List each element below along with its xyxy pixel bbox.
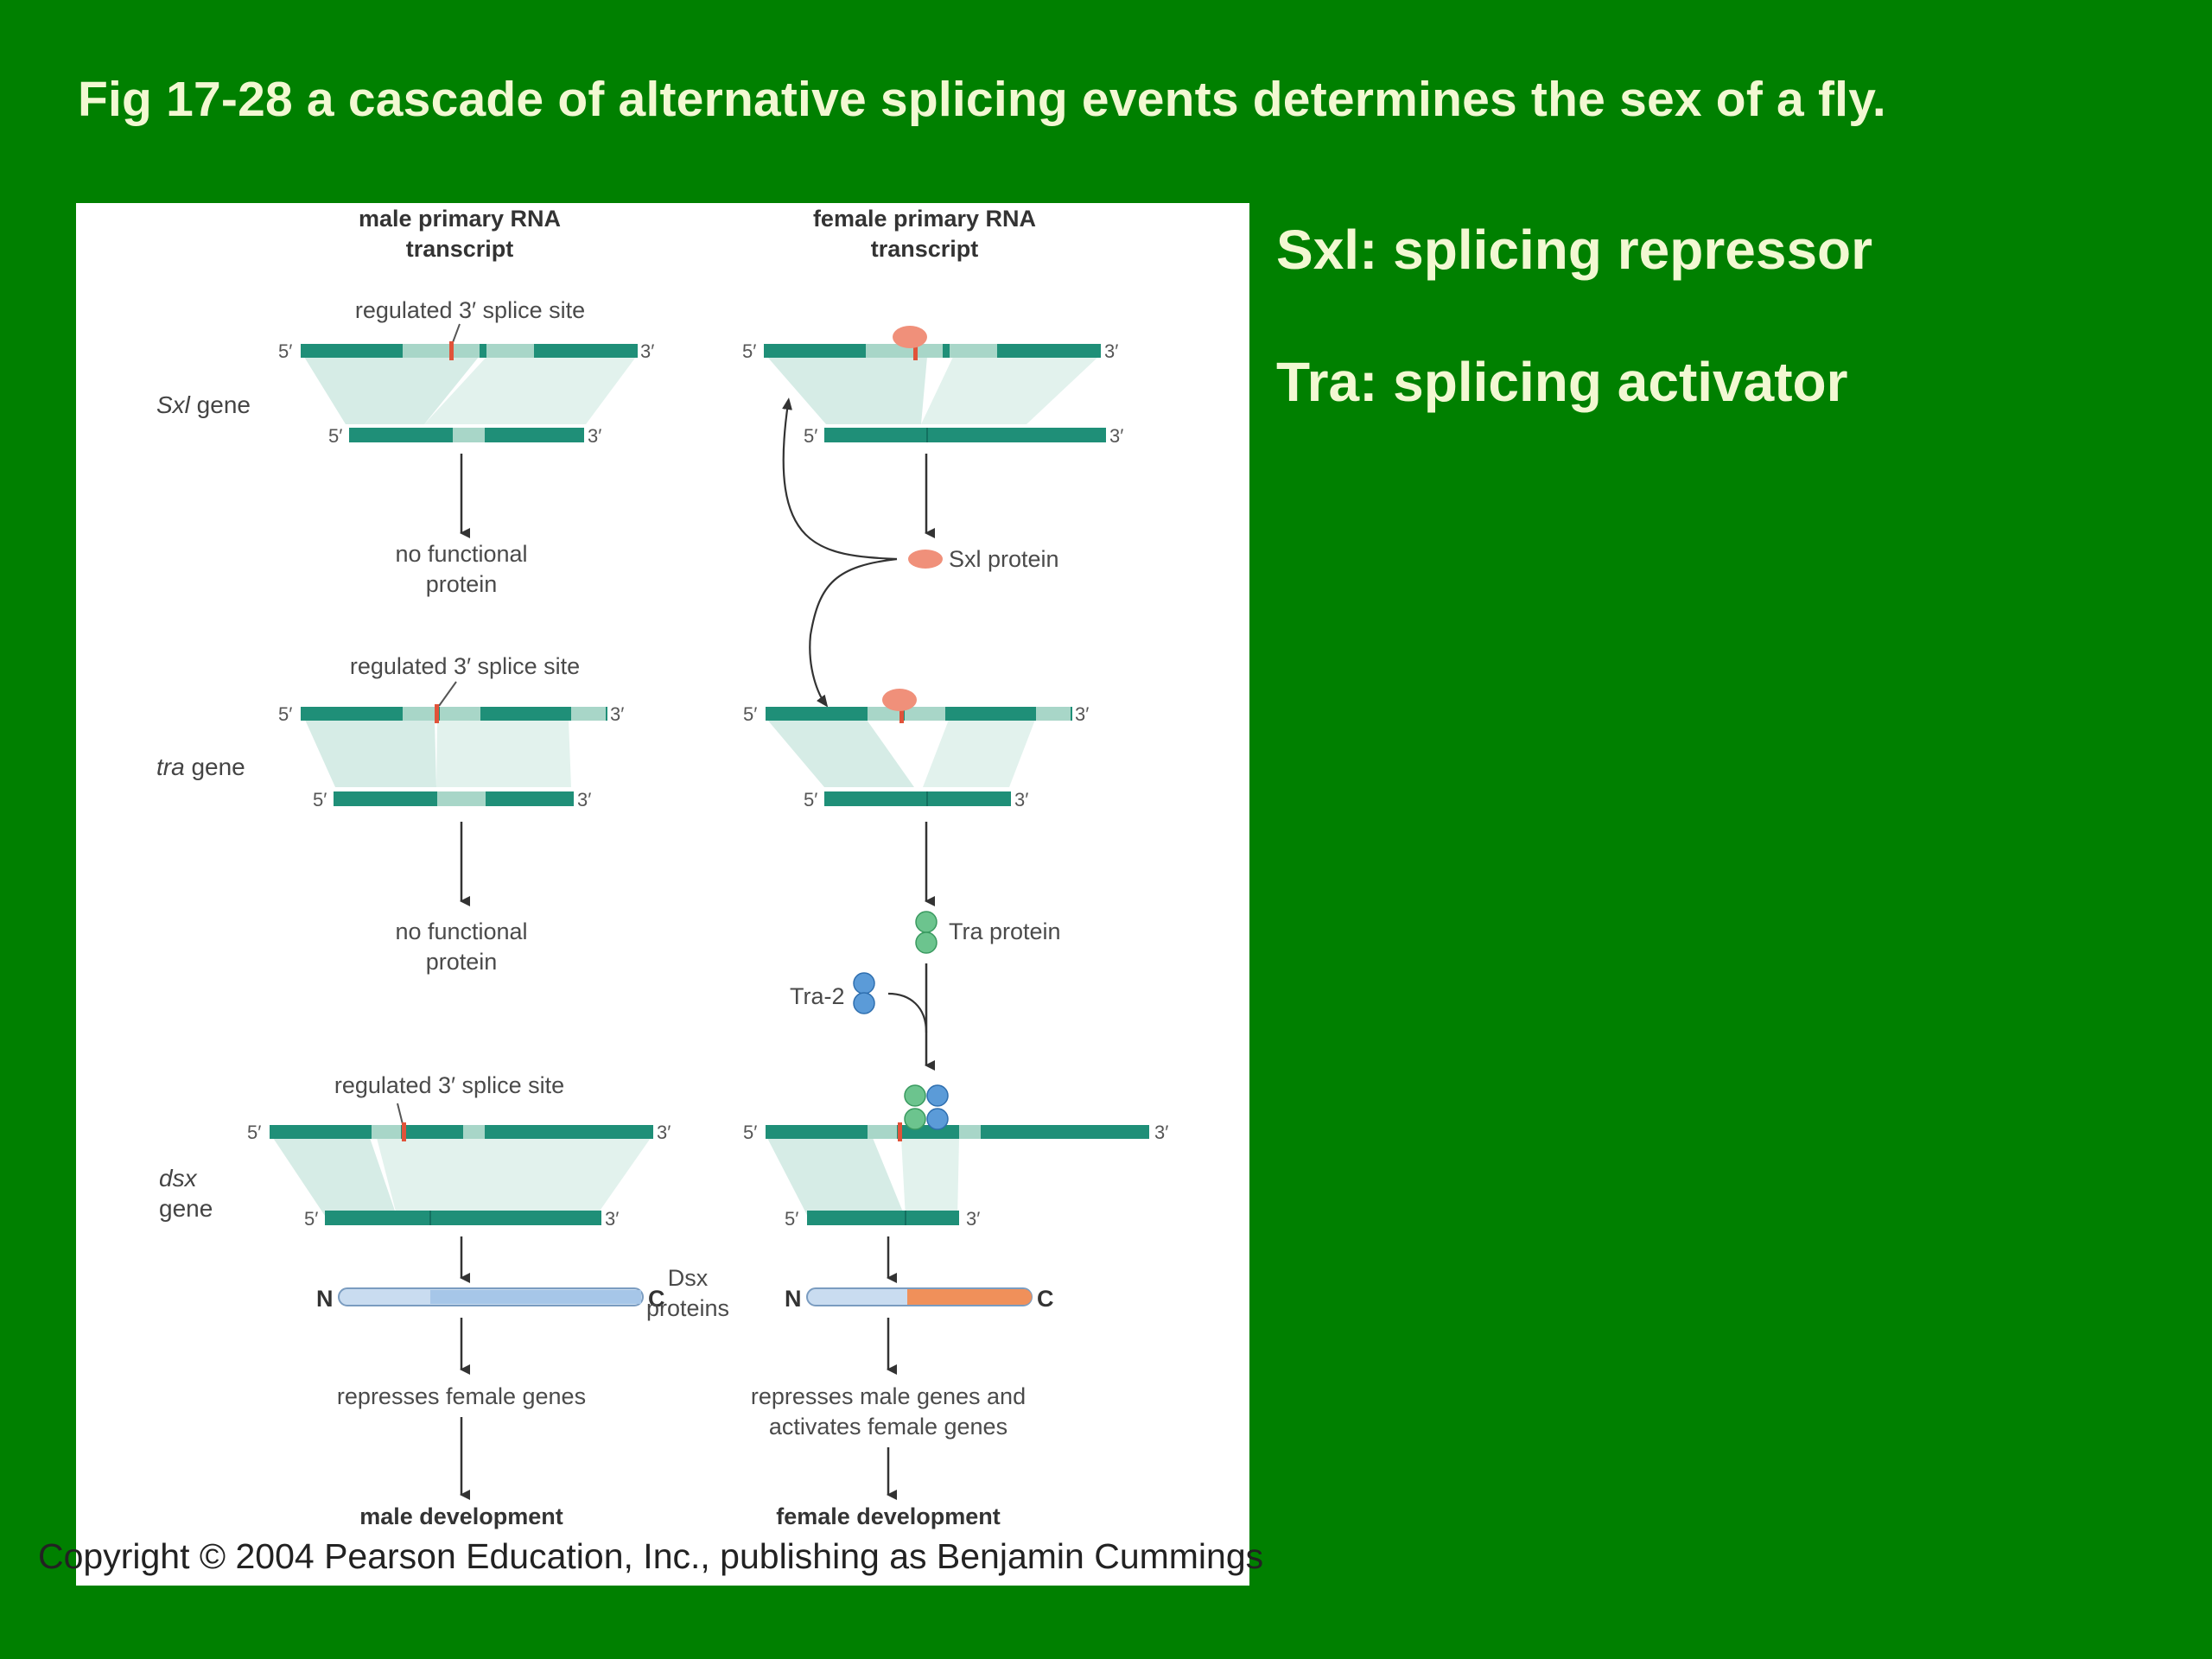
five-prime-label: 5′: [804, 425, 817, 447]
five-prime-label: 5′: [742, 340, 756, 362]
sxl-male-no-protein-line1: no functional: [395, 541, 527, 567]
copyright-notice: Copyright © 2004 Pearson Education, Inc.…: [38, 1536, 1263, 1576]
male-header-line1: male primary RNA: [359, 206, 561, 232]
five-prime-label: 5′: [804, 789, 817, 810]
slide-title: Fig 17-28 a cascade of alternative splic…: [78, 72, 1886, 127]
sxl-male-splice-site: [449, 341, 454, 360]
five-prime-label: 5′: [328, 425, 342, 447]
sxl-male-no-protein-line2: protein: [426, 571, 498, 597]
three-prime-label: 3′: [657, 1122, 671, 1143]
five-prime-label: 5′: [278, 340, 292, 362]
female-outcome-line1: represses male genes and: [751, 1383, 1026, 1409]
five-prime-label: 5′: [743, 703, 757, 725]
female-header-line2: transcript: [871, 236, 979, 262]
dsx-female-primary-transcript: [766, 1125, 1149, 1139]
sxl-gene-label: Sxl gene: [156, 391, 251, 418]
tra2-label: Tra-2: [790, 983, 845, 1009]
dsx-gene-label-line2: gene: [159, 1195, 213, 1222]
dsx-male-n-terminus: N: [316, 1286, 334, 1312]
dsx-proteins-label-line2: proteins: [646, 1295, 729, 1321]
five-prime-label: 5′: [313, 789, 327, 810]
three-prime-label: 3′: [1075, 703, 1089, 725]
three-prime-label: 3′: [966, 1208, 980, 1230]
three-prime-label: 3′: [640, 340, 654, 362]
three-prime-label: 3′: [605, 1208, 619, 1230]
tra-male-splicing: regulated 3′ splice site 5′ 3′ 5′ 3′ no …: [278, 653, 624, 975]
three-prime-label: 3′: [588, 425, 601, 447]
dsx-male-c-terminus: C: [648, 1286, 665, 1312]
three-prime-label: 3′: [610, 703, 624, 725]
note-sxl-repressor: Sxl: splicing repressor: [1276, 219, 1873, 281]
dsx-female-mrna: [807, 1211, 959, 1225]
sxl-protein-label: Sxl protein: [949, 546, 1059, 572]
tra-protein-label: Tra protein: [949, 918, 1061, 944]
dsx-female-c-terminus: C: [1037, 1286, 1054, 1312]
female-development: female development: [776, 1503, 1001, 1529]
tra-female-splicing: 5′ 3′ 5′ 3′ Tra protein Tra-2: [743, 689, 1089, 1071]
tra-male-regulated-site-label: regulated 3′ splice site: [350, 653, 580, 679]
splicing-cascade-figure: male primary RNA transcript female prima…: [38, 203, 1263, 1586]
three-prime-label: 3′: [1154, 1122, 1168, 1143]
sxl-male-splicing: regulated 3′ splice site 5′ 3′ 5′ 3′ no …: [278, 297, 654, 597]
sxl-protein-bound-icon: [893, 326, 927, 348]
tra-tra2-complex-icon: [904, 1084, 949, 1130]
tra-male-no-protein-line1: no functional: [395, 918, 527, 944]
sxl-protein-bound-tra-icon: [882, 689, 917, 711]
splicing-cascade-diagram: male primary RNA transcript female prima…: [38, 206, 1263, 1576]
dsx-gene-label-line1: dsx: [159, 1165, 198, 1192]
sxl-male-regulated-site-label: regulated 3′ splice site: [355, 297, 585, 323]
tra-protein-icon: [915, 911, 938, 933]
female-header-line1: female primary RNA: [813, 206, 1036, 232]
note-tra-activator: Tra: splicing activator: [1276, 351, 1848, 413]
three-prime-label: 3′: [1104, 340, 1118, 362]
dsx-female-splicing: 5′ 3′ 5′ 3′ N C represses male genes and…: [743, 1084, 1168, 1529]
sxl-female-mrna: [824, 428, 1106, 442]
female-outcome-line2: activates female genes: [769, 1414, 1007, 1440]
dsx-female-n-terminus: N: [785, 1286, 802, 1312]
five-prime-label: 5′: [785, 1208, 798, 1230]
male-outcome: represses female genes: [337, 1383, 586, 1409]
tra2-protein-icon: [853, 972, 875, 995]
dsx-male-splicing: regulated 3′ splice site 5′ 3′ 5′ 3′ N C…: [247, 1072, 671, 1529]
dsx-male-regulated-site-label: regulated 3′ splice site: [334, 1072, 564, 1098]
dsx-male-primary-transcript: [270, 1125, 653, 1139]
five-prime-label: 5′: [304, 1208, 318, 1230]
tra-female-mrna: [824, 791, 1011, 806]
tra-gene-label: tra gene: [156, 753, 245, 780]
three-prime-label: 3′: [577, 789, 591, 810]
male-header-line2: transcript: [406, 236, 514, 262]
dsx-proteins-label-line1: Dsx: [668, 1265, 709, 1291]
male-development: male development: [359, 1503, 563, 1529]
tra-male-no-protein-line2: protein: [426, 949, 498, 975]
dsx-male-mrna: [325, 1211, 601, 1225]
five-prime-label: 5′: [743, 1122, 757, 1143]
sxl-protein-icon: [908, 550, 943, 569]
five-prime-label: 5′: [247, 1122, 261, 1143]
three-prime-label: 3′: [1014, 789, 1028, 810]
three-prime-label: 3′: [1109, 425, 1123, 447]
sxl-female-splicing: 5′ 3′ 5′ 3′ Sxl protein: [742, 326, 1123, 708]
five-prime-label: 5′: [278, 703, 292, 725]
